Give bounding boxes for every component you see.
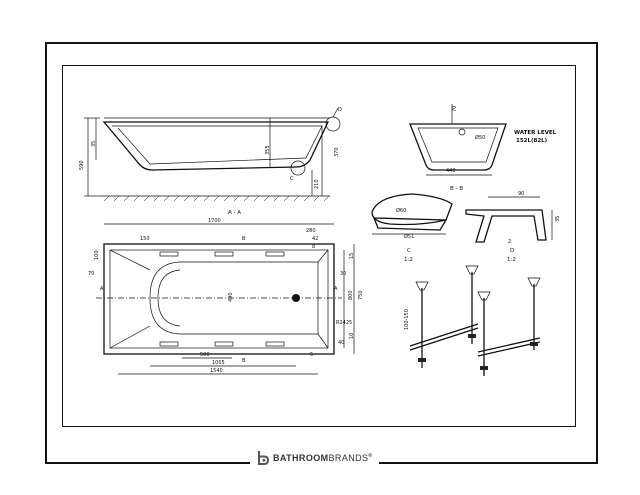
aa-dim-0: 590 (79, 160, 85, 170)
detail-c-marker: C (290, 176, 294, 182)
detail-d-label: D (510, 248, 514, 254)
plan-dim-15: 1540 (210, 368, 223, 374)
plan-dim-12: 40 (338, 340, 344, 346)
bb-dim-2: 440 (446, 168, 456, 174)
detail-d-scale: 1:2 (507, 257, 516, 263)
d-dim-1: 35 (555, 216, 561, 222)
detail-d-marker: D (338, 107, 342, 113)
plan-dim-1: 280 (306, 228, 316, 234)
leg-frame-left: 100-150 (404, 265, 479, 368)
aa-dim-3: 370 (334, 147, 340, 157)
brand-name-light: BRANDS (328, 453, 369, 463)
water-level-label: WATER LEVEL (514, 130, 557, 136)
brand-name: BATHROOMBRANDS® (273, 453, 373, 463)
plan-b-top: B (242, 236, 246, 242)
waste-outlet (458, 128, 466, 136)
detail-d-circle (325, 116, 341, 132)
section-bb-view: 70 Ø50 440 WATER LEVEL 152L(82L) B - B (409, 104, 557, 192)
floor-hatch (103, 195, 330, 202)
plan-dim-18: 10 (349, 333, 355, 339)
leg-frame-right (477, 277, 541, 376)
bb-dim-0: 70 (452, 106, 458, 112)
plan-dim-2: 42 (312, 236, 318, 242)
section-bb-label: B - B (450, 186, 463, 192)
detail-c-label: C (407, 248, 411, 254)
plan-a-right: A (334, 286, 338, 292)
plan-dim-9: 800 (348, 290, 354, 300)
plan-dim-14: 1005 (212, 360, 225, 366)
plan-dim-0: 1700 (208, 218, 221, 224)
detail-c-scale: 1:2 (404, 257, 413, 263)
plan-dim-11: R2425 (336, 320, 352, 326)
plan-dim-13: 500 (200, 352, 210, 358)
plan-basin (149, 261, 319, 335)
drawing-sheet-border (62, 65, 576, 427)
plan-dim-8: 490 (228, 292, 234, 302)
d-dim-0: 90 (518, 191, 524, 197)
brand-logo-block: BATHROOMBRANDS® (250, 450, 379, 466)
aa-dim-2: 355 (265, 145, 271, 155)
aa-dim-4: 210 (314, 179, 320, 189)
legs-dim-0: 100-150 (404, 309, 410, 330)
plan-a-left: A (100, 286, 104, 292)
plan-dim-4: 150 (140, 236, 150, 242)
plan-dim-7: 30 (340, 271, 346, 277)
c-dim-1: Ø51 (404, 233, 414, 240)
plan-dim-5: 100 (94, 250, 100, 260)
water-level-value: 152L(82L) (516, 138, 548, 144)
bb-dim-1: Ø50 (475, 134, 485, 141)
plan-view: A A B B 1700 280 42 8 150 100 70 30 490 … (88, 218, 364, 375)
brand-logo-icon (258, 451, 270, 465)
d-dim-2: 2 (508, 239, 511, 245)
c-dim-0: Ø60 (396, 207, 406, 214)
section-aa-view: D C 590 35 355 370 210 A - A (79, 107, 342, 216)
detail-d-view: 90 35 2 D 1:2 (465, 191, 561, 263)
plan-dim-6: 70 (88, 271, 94, 277)
brand-name-bold: BATHROOM (273, 453, 329, 463)
plan-rim (103, 243, 335, 355)
section-aa-label: A - A (228, 210, 241, 216)
plan-dim-16: 5 (310, 352, 313, 358)
detail-c-view: Ø60 Ø51 C 1:2 (371, 193, 453, 263)
plan-dim-10: 750 (358, 290, 364, 300)
plan-b-bottom: B (242, 358, 246, 364)
plan-dim-17: 15 (349, 253, 355, 259)
brand-registered-mark: ® (368, 453, 373, 459)
aa-dim-1: 35 (91, 141, 97, 147)
detail-c-circle (290, 160, 306, 176)
plan-dim-3: 8 (312, 244, 315, 250)
